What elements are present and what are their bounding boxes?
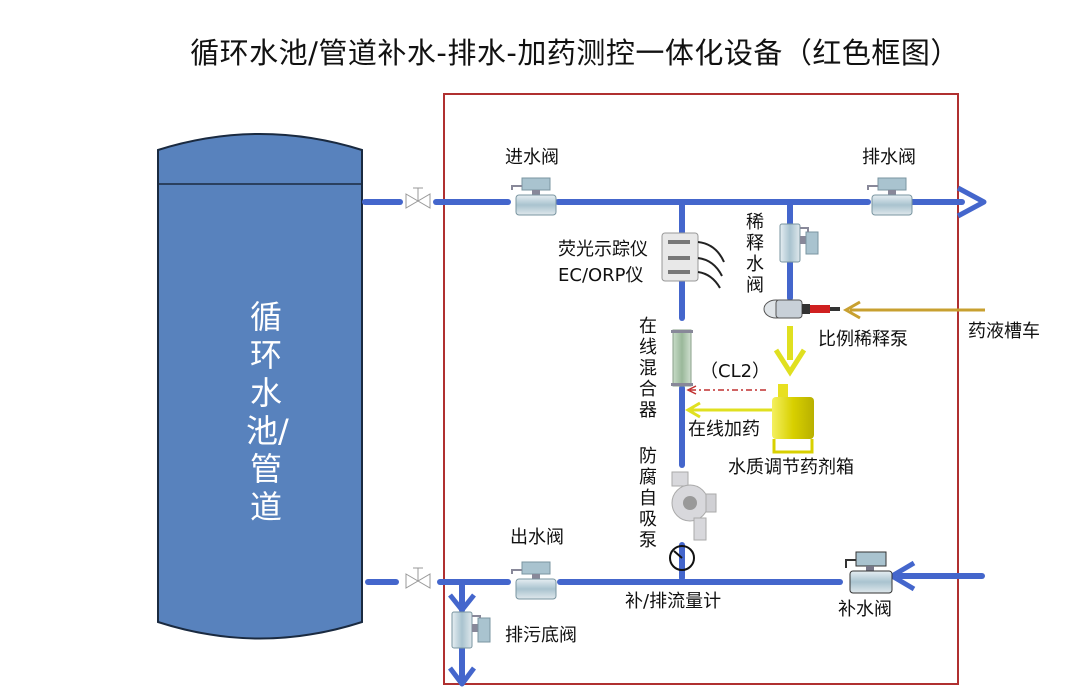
outlet-valve-icon xyxy=(511,561,557,600)
blowdown-valve-label: 排污底阀 xyxy=(505,625,577,646)
inline-mixer-icon xyxy=(671,329,693,387)
dilution-valve-label: 稀释水阀 xyxy=(746,212,764,296)
outlet-valve-label: 出水阀 xyxy=(510,527,564,548)
bottom-pipe xyxy=(365,573,985,683)
dilution-flow-arrow xyxy=(773,348,807,377)
ec-orp-label: EC/ORP仪 xyxy=(558,265,644,286)
inlet-valve-label: 进水阀 xyxy=(505,147,559,168)
flow-meter-icon xyxy=(669,545,695,571)
chemical-feed-arrow xyxy=(842,300,861,320)
makeup-valve-label: 补水阀 xyxy=(838,599,892,620)
drain-valve-label: 排水阀 xyxy=(862,147,916,168)
chemical-tanker-label: 药液槽车 xyxy=(968,321,1040,342)
proportional-pump-label: 比例稀释泵 xyxy=(818,329,908,350)
blowdown-arrow-1 xyxy=(448,593,476,613)
dilution-valve-icon xyxy=(779,223,819,263)
inline-dosing-arrow xyxy=(685,401,701,419)
inline-dosing-label: 在线加药 xyxy=(688,419,760,440)
manual-valve-bottom xyxy=(405,567,431,589)
diagram-title: 循环水池/管道补水-排水-加药测控一体化设备（红色框图） xyxy=(190,36,960,70)
top-pipe xyxy=(362,199,965,581)
flow-meter-label: 补/排流量计 xyxy=(625,591,722,612)
conditioning-tank-icon xyxy=(772,384,814,454)
self-priming-pump-icon xyxy=(671,471,717,541)
cl2-arrow xyxy=(686,385,697,395)
equipment-frame xyxy=(443,93,959,685)
drain-outlet-arrow xyxy=(956,185,987,219)
drain-valve-icon xyxy=(867,177,913,216)
makeup-valve-icon xyxy=(845,551,893,594)
proportional-pump-icon xyxy=(763,299,840,319)
tracer-label: 荧光示踪仪 xyxy=(558,239,648,260)
circulation-tank xyxy=(157,133,363,640)
inlet-valve-icon xyxy=(511,177,557,216)
manual-valve-top xyxy=(405,187,431,209)
tank-label: 循环水池/管道 xyxy=(246,298,289,526)
conditioning-tank-label: 水质调节药剂箱 xyxy=(728,457,854,478)
tracer-meter-icon xyxy=(661,232,725,289)
blowdown-valve-icon xyxy=(451,611,491,649)
cl2-label: （CL2） xyxy=(700,361,771,382)
blowdown-arrow-2 xyxy=(448,666,476,687)
inline-mixer-label: 在线混合器 xyxy=(639,316,657,421)
self-priming-pump-label: 防腐自吸泵 xyxy=(639,446,657,551)
